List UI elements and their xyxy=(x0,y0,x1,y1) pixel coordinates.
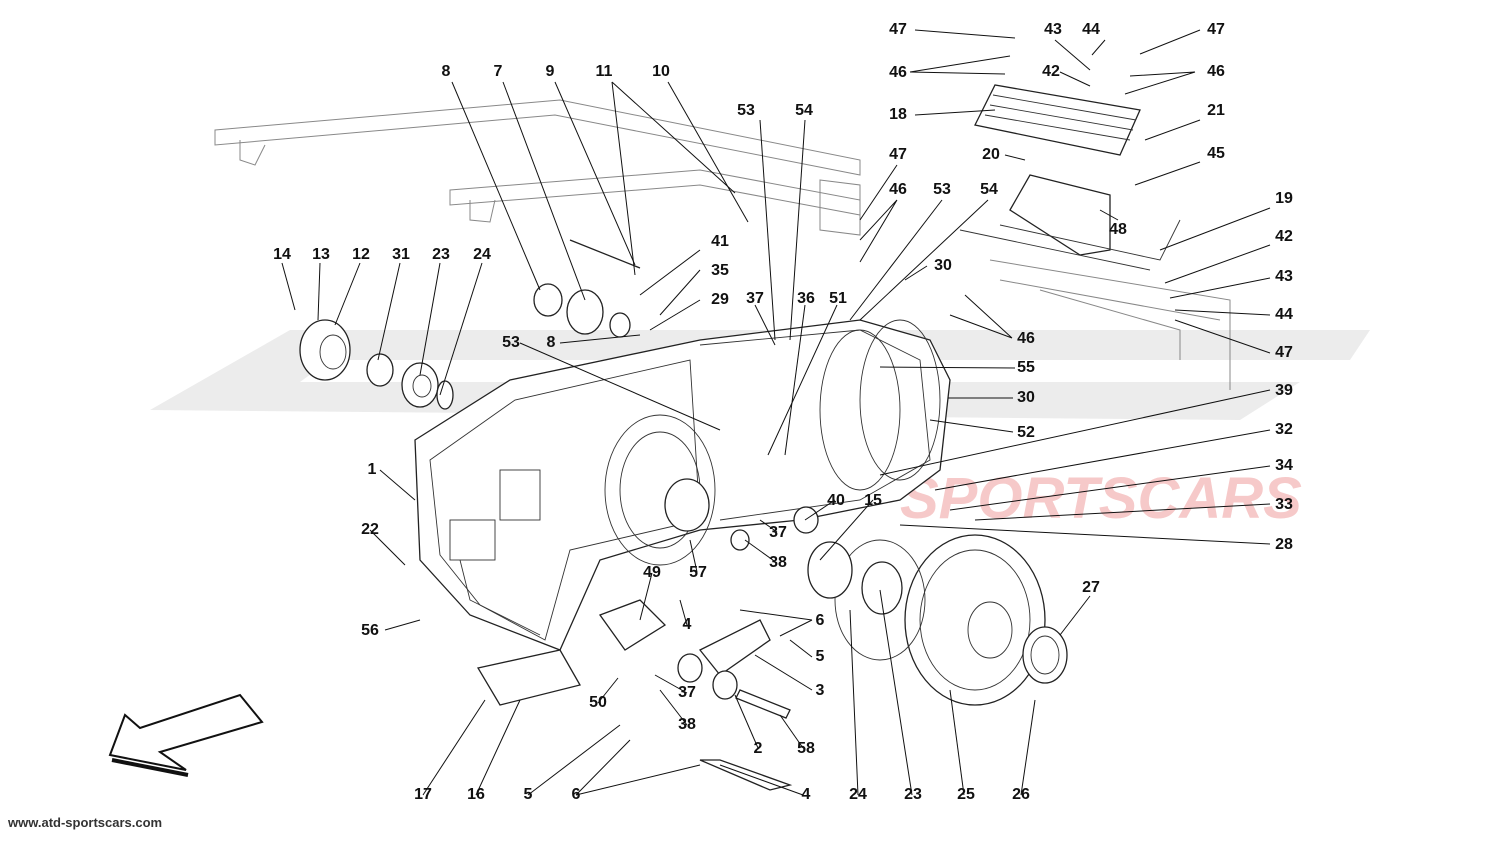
callout-36: 36 xyxy=(797,290,815,307)
callout-18: 18 xyxy=(889,106,907,123)
callout-10: 10 xyxy=(652,63,670,80)
callout-14: 14 xyxy=(273,246,291,263)
callout-53: 53 xyxy=(737,102,755,119)
callout-8: 8 xyxy=(442,63,451,80)
front-direction-arrow-icon xyxy=(108,693,264,777)
callout-34: 34 xyxy=(1275,457,1293,474)
callout-30: 30 xyxy=(1017,389,1035,406)
callout-46: 46 xyxy=(889,64,907,81)
callout-15: 15 xyxy=(864,492,882,509)
callout-38: 38 xyxy=(769,554,787,571)
callout-50: 50 xyxy=(589,694,607,711)
callout-38: 38 xyxy=(678,716,696,733)
callout-13: 13 xyxy=(312,246,330,263)
callout-11: 11 xyxy=(596,63,613,80)
callout-43: 43 xyxy=(1044,21,1062,38)
callout-30: 30 xyxy=(934,257,952,274)
callout-6: 6 xyxy=(816,612,825,629)
callout-12: 12 xyxy=(352,246,370,263)
callout-41: 41 xyxy=(711,233,729,250)
callout-47: 47 xyxy=(1275,344,1293,361)
oil-cooler xyxy=(959,84,1181,271)
callout-43: 43 xyxy=(1275,268,1293,285)
callout-58: 58 xyxy=(797,740,815,757)
callout-54: 54 xyxy=(980,181,998,198)
callout-20: 20 xyxy=(982,146,1000,163)
callout-2: 2 xyxy=(754,740,763,757)
callout-5: 5 xyxy=(524,786,533,803)
watermark: SPORTSCARS xyxy=(150,330,1370,531)
callout-37: 37 xyxy=(769,524,787,541)
callout-23: 23 xyxy=(904,786,922,803)
watermark-text: SPORTSCARS xyxy=(900,466,1302,531)
callout-8: 8 xyxy=(547,334,556,351)
leader-lines xyxy=(281,29,1271,796)
callout-37: 37 xyxy=(678,684,696,701)
callout-25: 25 xyxy=(957,786,975,803)
rear-cover xyxy=(807,534,1068,706)
callout-47: 47 xyxy=(1207,21,1225,38)
callout-51: 51 xyxy=(829,290,847,307)
callout-47: 47 xyxy=(889,146,907,163)
callout-42: 42 xyxy=(1275,228,1293,245)
callout-27: 27 xyxy=(1082,579,1100,596)
callout-31: 31 xyxy=(392,246,410,263)
callout-6: 6 xyxy=(572,786,581,803)
lower-parts xyxy=(476,478,819,791)
callout-9: 9 xyxy=(546,63,555,80)
callout-57: 57 xyxy=(689,564,707,581)
callout-29: 29 xyxy=(711,291,729,308)
callout-46: 46 xyxy=(1017,330,1035,347)
callout-55: 55 xyxy=(1017,359,1035,376)
callout-24: 24 xyxy=(473,246,491,263)
callout-16: 16 xyxy=(467,786,485,803)
callout-22: 22 xyxy=(361,521,379,538)
callout-23: 23 xyxy=(432,246,450,263)
callout-26: 26 xyxy=(1012,786,1030,803)
callout-7: 7 xyxy=(494,63,503,80)
callout-4: 4 xyxy=(683,616,692,633)
callout-47: 47 xyxy=(889,21,907,38)
callout-46: 46 xyxy=(889,181,907,198)
callout-21: 21 xyxy=(1207,102,1225,119)
callout-5: 5 xyxy=(816,648,825,665)
callout-19: 19 xyxy=(1275,190,1293,207)
callout-53: 53 xyxy=(933,181,951,198)
callout-17: 17 xyxy=(414,786,432,803)
callout-32: 32 xyxy=(1275,421,1293,438)
callout-1: 1 xyxy=(368,461,377,478)
callout-54: 54 xyxy=(795,102,813,119)
callout-45: 45 xyxy=(1207,145,1225,162)
callout-56: 56 xyxy=(361,622,379,639)
callouts: 47 43 44 47 46 42 46 8 7 9 11 10 18 21 5… xyxy=(273,21,1293,803)
callout-44: 44 xyxy=(1275,306,1293,323)
callout-52: 52 xyxy=(1017,424,1035,441)
callout-42: 42 xyxy=(1042,63,1060,80)
callout-39: 39 xyxy=(1275,382,1293,399)
callout-24: 24 xyxy=(849,786,867,803)
callout-53: 53 xyxy=(502,334,520,351)
callout-40: 40 xyxy=(827,492,845,509)
callout-44: 44 xyxy=(1082,21,1100,38)
website-footer: www.atd-sportscars.com xyxy=(8,815,163,830)
callout-28: 28 xyxy=(1275,536,1293,553)
input-seal-group xyxy=(299,239,641,410)
callout-48: 48 xyxy=(1109,221,1127,238)
callout-35: 35 xyxy=(711,262,729,279)
callout-4: 4 xyxy=(802,786,811,803)
callout-46: 46 xyxy=(1207,63,1225,80)
callout-3: 3 xyxy=(816,682,825,699)
callout-33: 33 xyxy=(1275,496,1293,513)
callout-37: 37 xyxy=(746,290,764,307)
chassis-frame xyxy=(214,99,1231,390)
callout-49: 49 xyxy=(643,564,661,581)
